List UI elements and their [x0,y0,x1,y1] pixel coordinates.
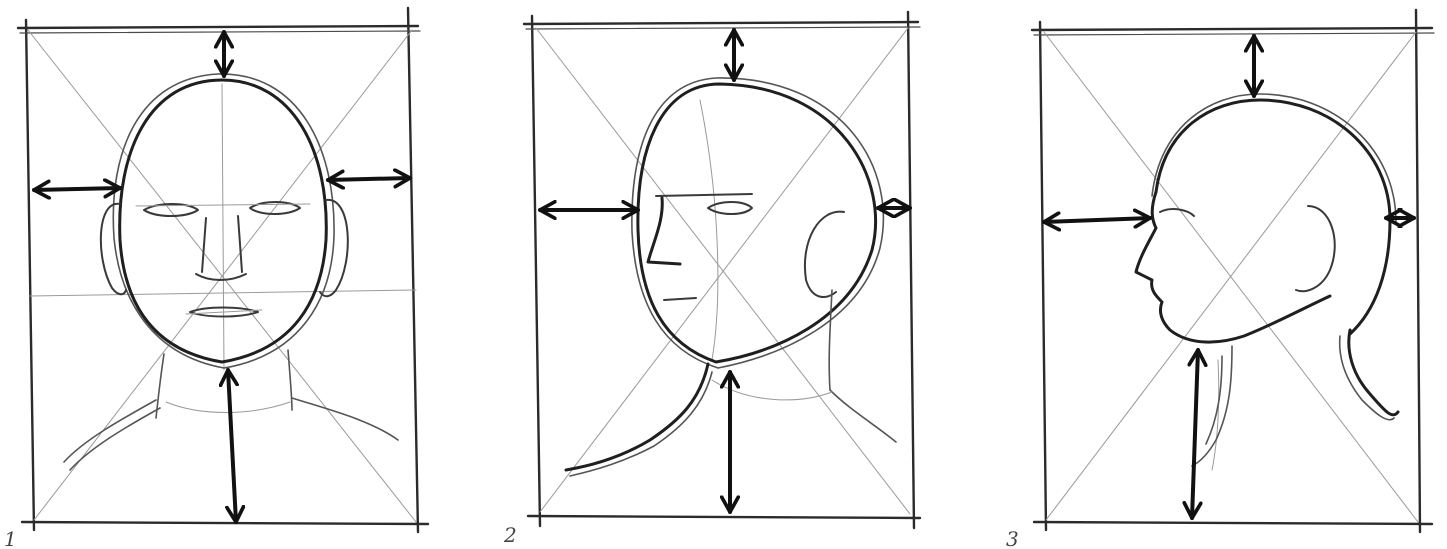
panel-front-view: 1 [4,8,428,549]
head-outline [1136,94,1398,466]
panel-number-2: 2 [503,523,517,547]
left-arrow [1044,218,1150,222]
right-arrow [328,178,410,180]
left-arrow [34,188,120,190]
panel-three-quarter-view: 2 [503,12,920,547]
bottom-arrow [1192,350,1198,518]
panel-number-3: 3 [1006,527,1019,549]
panel-profile-view: 3 [1006,10,1434,549]
construction-guides [536,28,910,514]
bottom-arrow [228,370,236,522]
panel-number-1: 1 [4,527,17,549]
construction-guides [1044,32,1418,522]
construction-guides [28,30,416,522]
